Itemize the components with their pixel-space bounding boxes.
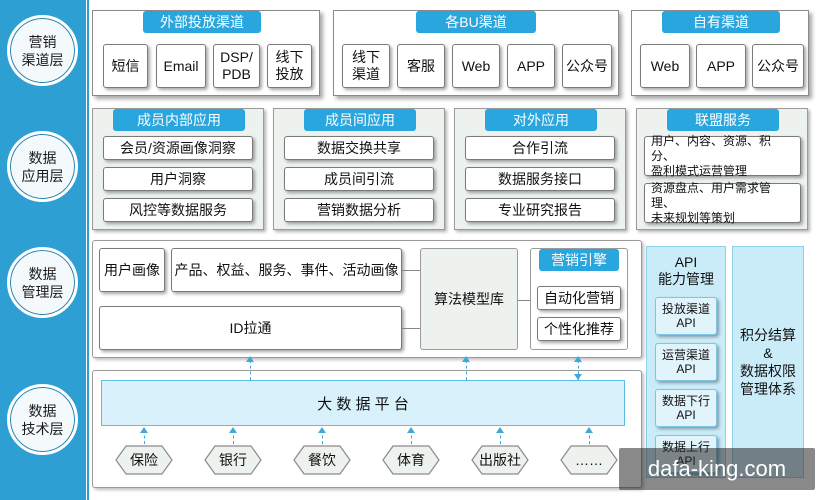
channel-offline-ad: 线下 投放 <box>267 44 312 88</box>
bu-channel-title: 各BU渠道 <box>416 11 536 33</box>
arrow-source-more <box>589 430 590 444</box>
internal-app-user-insight: 用户洞察 <box>103 167 253 191</box>
bu-channel-wechat: 公众号 <box>562 44 612 88</box>
external-app-group: 对外应用 合作引流 数据服务接口 专业研究报告 <box>454 108 626 230</box>
internal-app-member-insight: 会员/资源画像洞察 <box>103 136 253 160</box>
external-app-title: 对外应用 <box>485 109 597 131</box>
channel-email: Email <box>156 44 206 88</box>
arrowhead-source-bank <box>229 427 237 433</box>
own-channel-web: Web <box>640 44 690 88</box>
arrowhead-platform-algo <box>462 356 470 362</box>
alliance-service-title: 联盟服务 <box>667 109 779 131</box>
bu-channel-app: APP <box>507 44 555 88</box>
hex-bank <box>204 445 262 475</box>
internal-app-risk-service: 风控等数据服务 <box>103 198 253 222</box>
external-channel-title: 外部投放渠道 <box>143 11 261 33</box>
external-app-cooperation: 合作引流 <box>465 136 615 160</box>
external-channel-group: 外部投放渠道 短信 Email DSP/ PDB 线下 投放 <box>92 10 320 96</box>
layer-data-technology: 数据 技术层 <box>7 384 78 455</box>
connector-id-algo <box>402 328 420 329</box>
channel-dsp-pdb: DSP/ PDB <box>213 44 260 88</box>
big-data-platform: 大 数 据 平 台 <box>101 380 625 426</box>
inter-app-data-exchange: 数据交换共享 <box>284 136 434 160</box>
hex-insurance <box>115 445 173 475</box>
layer-marketing-channel: 营销 渠道层 <box>7 15 78 86</box>
arrowhead-source-publisher <box>496 427 504 433</box>
arrow-platform-algo <box>466 360 467 380</box>
arrowhead-source-catering <box>318 427 326 433</box>
main-frame <box>87 0 827 500</box>
layer-data-management: 数据 管理层 <box>7 247 78 318</box>
arrow-source-publisher <box>500 430 501 444</box>
hex-catering <box>293 445 351 475</box>
arrowhead-source-insurance <box>140 427 148 433</box>
inter-app-marketing-analysis: 营销数据分析 <box>284 198 434 222</box>
inter-app-title: 成员间应用 <box>304 109 416 131</box>
channel-sms: 短信 <box>103 44 148 88</box>
arrowhead-platform-engine-up <box>574 356 582 362</box>
bu-channel-service: 客服 <box>397 44 445 88</box>
marketing-engine-title: 营销引擎 <box>539 249 619 271</box>
bu-channel-group: 各BU渠道 线下 渠道 客服 Web APP 公众号 <box>333 10 619 96</box>
api-delivery-channel: 投放渠道 API <box>655 297 717 335</box>
connector-algo-engine <box>518 300 530 301</box>
internal-app-group: 成员内部应用 会员/资源画像洞察 用户洞察 风控等数据服务 <box>92 108 264 230</box>
hex-more <box>560 445 618 475</box>
arrow-platform-engine <box>578 360 579 380</box>
alliance-service-planning: 资源盘点、用户需求管理、 未来规划等策划 <box>644 181 801 225</box>
source-sports: 体育 <box>397 452 425 468</box>
arrowhead-source-more <box>585 427 593 433</box>
watermark-text: dafa-king.com <box>619 448 815 490</box>
source-bank: 银行 <box>219 452 247 468</box>
engine-personalized-recommendation: 个性化推荐 <box>537 317 621 341</box>
id-link-box: ID拉通 <box>99 306 402 350</box>
points-settlement-panel: 积分结算 & 数据权限 管理体系 <box>732 246 804 478</box>
api-capability-title: API 能力管理 <box>658 254 714 287</box>
product-profile-box: 产品、权益、服务、事件、活动画像 <box>171 248 402 292</box>
arrow-source-bank <box>233 430 234 444</box>
source-insurance: 保险 <box>130 452 158 468</box>
alliance-service-group: 联盟服务 用户、内容、资源、积分、 盈利模式运营管理 资源盘点、用户需求管理、 … <box>636 108 808 230</box>
arrow-source-catering <box>322 430 323 444</box>
own-channel-group: 自有渠道 Web APP 公众号 <box>631 10 809 96</box>
algorithm-model-library: 算法模型库 <box>420 248 518 350</box>
bu-channel-offline: 线下 渠道 <box>342 44 390 88</box>
hex-publisher <box>471 445 529 475</box>
external-app-data-api: 数据服务接口 <box>465 167 615 191</box>
marketing-engine-group: 营销引擎 自动化营销 个性化推荐 <box>530 248 628 350</box>
arrow-source-sports <box>411 430 412 444</box>
arrow-source-insurance <box>144 430 145 444</box>
inter-app-group: 成员间应用 数据交换共享 成员间引流 营销数据分析 <box>273 108 445 230</box>
external-app-research-report: 专业研究报告 <box>465 198 615 222</box>
api-data-downlink: 数据下行 API <box>655 389 717 427</box>
api-capability-panel: API 能力管理 投放渠道 API 运营渠道 API 数据下行 API 数据上行… <box>646 246 726 478</box>
inter-app-traffic: 成员间引流 <box>284 167 434 191</box>
connector-profile-algo <box>402 270 420 271</box>
arrowhead-platform-id <box>246 356 254 362</box>
source-more: …… <box>575 452 603 468</box>
bu-channel-web: Web <box>452 44 500 88</box>
source-catering: 餐饮 <box>308 452 336 468</box>
own-channel-app: APP <box>696 44 746 88</box>
api-operation-channel: 运营渠道 API <box>655 343 717 381</box>
user-profile-box: 用户画像 <box>99 248 165 292</box>
engine-automation: 自动化营销 <box>537 286 621 310</box>
alliance-service-operation: 用户、内容、资源、积分、 盈利模式运营管理 <box>644 134 801 178</box>
arrowhead-source-sports <box>407 427 415 433</box>
arrowhead-platform-engine-down <box>574 374 582 380</box>
layer-strip: 营销 渠道层 数据 应用层 数据 管理层 数据 技术层 <box>0 0 86 500</box>
hex-sports <box>382 445 440 475</box>
own-channel-wechat: 公众号 <box>752 44 804 88</box>
internal-app-title: 成员内部应用 <box>113 109 245 131</box>
own-channel-title: 自有渠道 <box>662 11 780 33</box>
layer-data-application: 数据 应用层 <box>7 131 78 202</box>
arrow-platform-id <box>250 360 251 380</box>
source-publisher: 出版社 <box>479 452 521 468</box>
